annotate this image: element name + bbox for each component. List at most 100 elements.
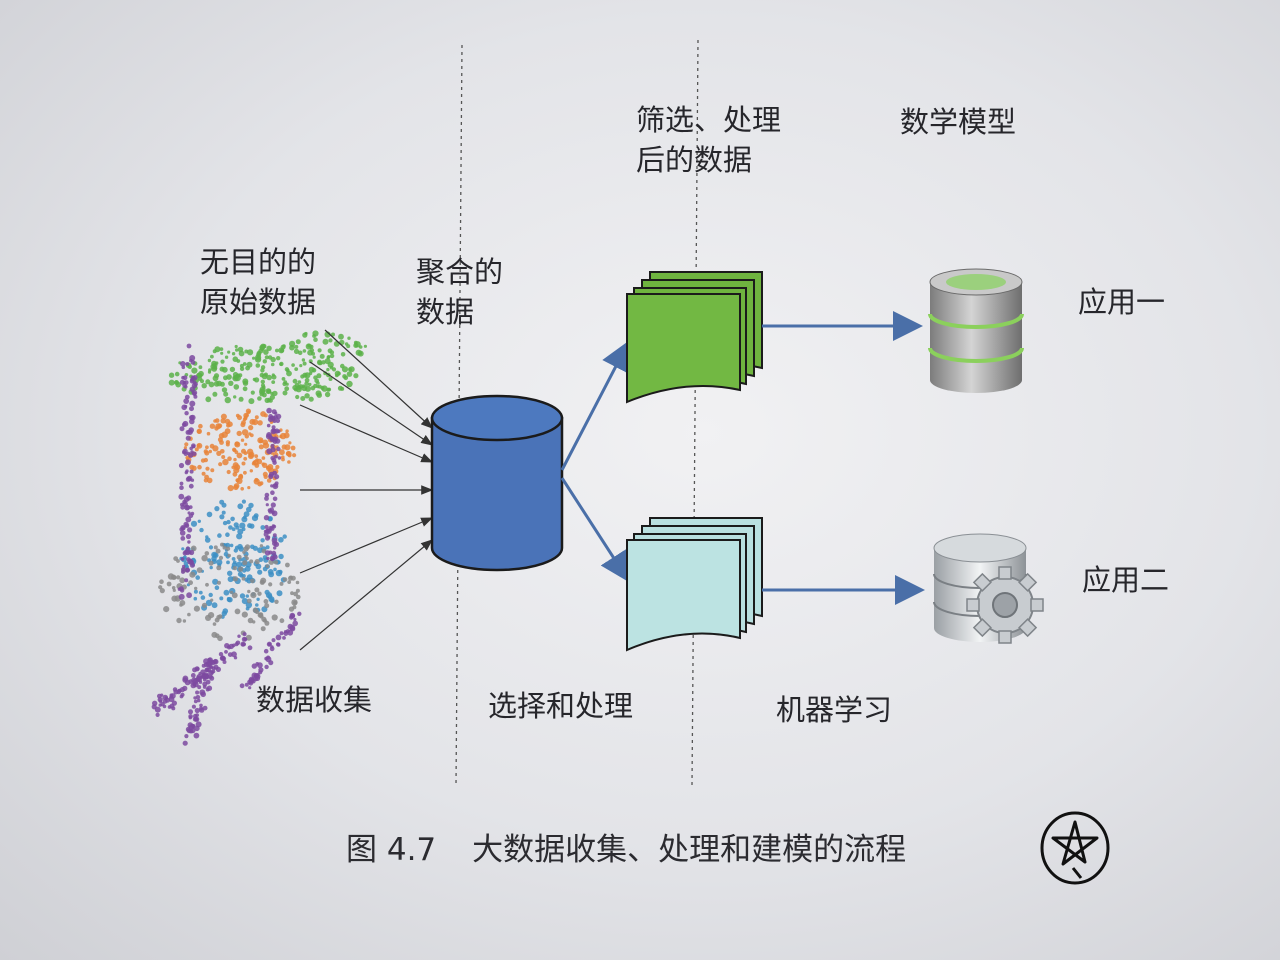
scatter-point [295,588,300,593]
scatter-point [327,361,334,368]
scatter-point [195,667,200,671]
scatter-point [188,709,193,715]
scatter-point [287,460,291,464]
scatter-point [234,344,238,349]
scatter-point [283,631,289,636]
scatter-point [293,600,298,605]
scatter-point [182,675,189,682]
scatter-point [252,356,256,360]
scatter-point [244,682,249,687]
scatter-point [338,333,344,340]
scatter-point [260,411,266,417]
scatter-point [346,380,353,388]
scatter-point [263,349,269,355]
scatter-point [265,545,270,550]
scatter-point [298,384,303,389]
scatter-point [191,443,196,449]
scatter-point [187,511,191,515]
scatter-point [260,538,265,543]
scatter-point [265,564,270,568]
scatter-point [224,396,231,404]
scatter-point [246,361,253,368]
scatter-point [304,393,310,399]
scatter-point [221,510,226,515]
scatter-point [287,453,292,458]
scatter-point [279,581,284,586]
aggregated-data-label: 聚合的数据 [416,255,504,329]
scatter-point [188,580,194,586]
scatter-point [221,610,227,616]
scatter-point [269,415,274,420]
scatter-point [249,418,256,425]
select-process-label: 选择和处理 [488,689,634,723]
scatter-point [240,487,244,491]
scatter-point [245,634,252,641]
scatter-point [185,726,191,732]
scatter-point [273,546,277,550]
scatter-point [191,704,196,709]
scatter-point [239,366,245,371]
scatter-point [326,367,330,372]
scatter-point [242,560,248,566]
scatter-point [174,380,179,384]
scatter-point [238,566,244,572]
scatter-point [292,620,299,627]
scatter-point [267,508,272,513]
scatter-point [190,478,195,482]
scatter-point [248,686,252,690]
scatter-point [272,533,277,538]
scatter-point [250,390,255,395]
scatter-point [219,347,224,351]
scatter-point [239,522,246,529]
scatter-point [245,606,250,611]
scatter-point [285,429,289,433]
scatter-point [197,376,203,381]
scatter-point [184,411,189,416]
scatter-point [178,593,185,600]
scatter-point [159,579,164,584]
scatter-point [212,622,217,626]
scatter-point [182,740,188,746]
scatter-point [243,515,247,519]
scatter-point [223,375,228,381]
scatter-point [281,377,286,381]
scatter-point [248,425,254,431]
scatter-point [218,652,224,657]
scatter-point [216,450,222,456]
scatter-point [193,596,198,601]
scatter-point [208,674,213,679]
scatter-point [295,580,300,585]
scatter-point [206,511,213,518]
scatter-point [238,396,244,402]
scatter-point [193,699,198,704]
scatter-point [205,582,209,587]
scatter-point [226,597,231,601]
scatter-point [200,595,206,600]
scatter-point [171,706,176,711]
scatter-point [238,473,243,478]
scatter-point [240,438,245,442]
scatter-point [245,556,249,561]
scatter-point [194,447,199,452]
scatter-point [198,370,204,377]
scatter-point [340,386,345,391]
scatter-point [301,358,306,362]
scatter-point [187,612,191,617]
scatter-point [295,339,301,345]
scatter-point [204,673,209,678]
scatter-point [347,336,351,340]
scatter-point [184,523,190,528]
scatter-point [210,468,215,473]
scatter-point [264,656,268,661]
scatter-point [266,407,272,414]
scatter-point [199,703,203,708]
scatter-point [243,470,247,475]
scatter-point [173,689,179,695]
scatter-point [180,557,185,561]
scatter-point [327,348,333,354]
scatter-point [295,394,300,400]
scatter-point [271,614,278,621]
scatter-point [188,427,194,433]
scatter-point [293,348,300,354]
scatter-point [193,605,200,612]
